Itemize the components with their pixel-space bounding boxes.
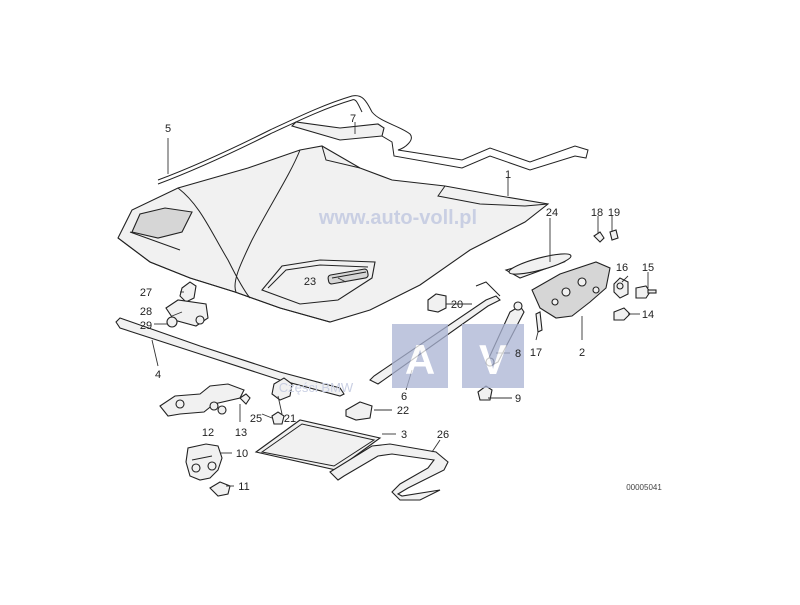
part-label-10: 10 [236, 448, 248, 460]
watermark-logo: A V [392, 324, 524, 388]
part-label-14: 14 [642, 309, 654, 321]
part-label-20: 20 [451, 299, 463, 311]
part-label-17: 17 [530, 347, 542, 359]
hood-panel [117, 145, 550, 323]
part-label-28: 28 [140, 306, 152, 318]
part-label-5: 5 [165, 123, 171, 135]
part-label-29: 29 [140, 320, 152, 332]
diagram-code: 00005041 [626, 483, 662, 492]
watermark-box-a [392, 324, 448, 388]
part-label-26: 26 [437, 429, 449, 441]
vent-grille [327, 268, 369, 285]
part-label-1: 1 [505, 169, 511, 181]
part-label-23: 23 [304, 276, 316, 288]
buffer-22 [345, 401, 373, 421]
part-label-18: 18 [591, 207, 603, 219]
rubber-buffer-20 [427, 293, 447, 313]
part-label-13: 13 [235, 427, 247, 439]
washer-25 [271, 411, 285, 425]
part-label-16: 16 [616, 262, 628, 274]
hood-seal-top [157, 95, 589, 185]
part-label-24: 24 [546, 207, 558, 219]
part-label-21: 21 [284, 413, 296, 425]
part-label-6: 6 [401, 391, 407, 403]
insulation-pad [254, 419, 382, 471]
right-vent-recess [261, 259, 376, 305]
watermark-letter-v: V [479, 336, 507, 383]
leader-lines [151, 122, 649, 487]
latch-bracket [159, 383, 245, 417]
screw-13 [239, 393, 251, 405]
part-label-11: 11 [238, 481, 249, 493]
hardware-small [593, 229, 657, 321]
left-vent-recess [131, 207, 193, 239]
hinge-assembly [504, 253, 611, 333]
part-label-12: 12 [202, 427, 214, 439]
watermark-letter-a: A [405, 336, 435, 383]
watermark-caption: Części BMW [279, 380, 354, 395]
watermark-url: www.auto-voll.pl [318, 207, 477, 229]
bolt-11 [209, 481, 231, 497]
seal-strip-7 [290, 121, 385, 141]
part-label-7: 7 [350, 113, 356, 125]
part-label-9: 9 [515, 393, 521, 405]
part-label-27: 27 [140, 287, 152, 299]
part-label-22: 22 [397, 405, 409, 417]
bracket-21 [271, 377, 293, 401]
part-label-25: 25 [250, 413, 262, 425]
part-label-4: 4 [155, 369, 161, 381]
hood-latch [185, 443, 223, 481]
front-seal-strip [115, 317, 345, 397]
watermark-box-v [462, 324, 524, 388]
frame-seal-26 [329, 443, 449, 501]
left-bracket-group [165, 281, 209, 328]
part-number-labels: 1 2 3 4 5 6 7 8 9 10 11 12 13 14 15 16 1… [140, 113, 654, 493]
part-label-2: 2 [579, 347, 585, 359]
part-label-3: 3 [401, 429, 407, 441]
part-label-19: 19 [608, 207, 620, 219]
part-label-15: 15 [642, 262, 654, 274]
part-label-8: 8 [515, 348, 521, 360]
